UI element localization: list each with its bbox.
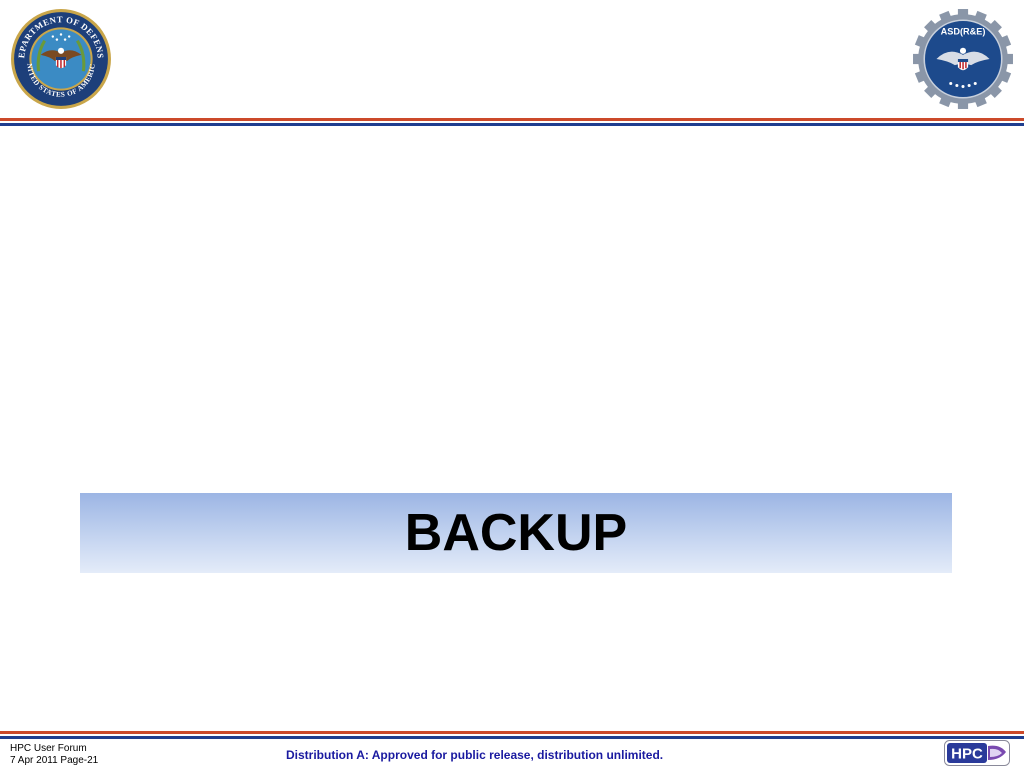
svg-text:HPC: HPC xyxy=(951,746,983,763)
top-red-stripe xyxy=(0,118,1024,121)
svg-text:ASD(R&E): ASD(R&E) xyxy=(941,27,986,37)
asd-re-gear-seal-icon: ASD(R&E) xyxy=(912,8,1014,110)
dod-seal-icon: DEPARTMENT OF DEFENSE UNITED STATES OF A… xyxy=(10,8,112,110)
top-blue-stripe xyxy=(0,123,1024,126)
hpc-logo-icon: HPC xyxy=(944,740,1010,766)
title-band: BACKUP xyxy=(80,493,952,573)
distribution-statement: Distribution A: Approved for public rele… xyxy=(286,748,664,762)
footer-date-page: 7 Apr 2011 Page-21 xyxy=(10,755,99,766)
footer-event: HPC User Forum xyxy=(10,743,87,754)
slide-title: BACKUP xyxy=(404,504,628,562)
footer-info: HPC User Forum 7 Apr 2011 Page-21 xyxy=(10,743,98,767)
bottom-red-stripe xyxy=(0,731,1024,734)
bottom-blue-stripe xyxy=(0,736,1024,739)
